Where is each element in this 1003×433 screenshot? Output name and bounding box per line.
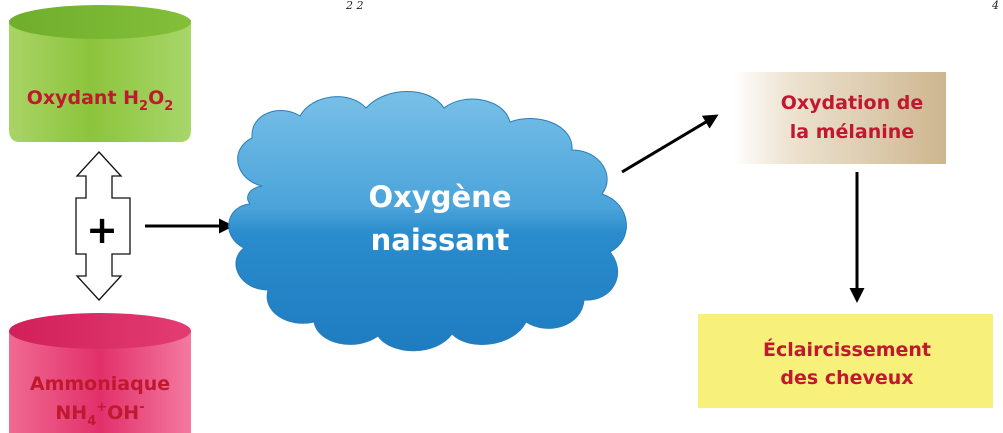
ammonia-label-line2: NH4+OH- (55, 400, 144, 429)
oxidant-label: Oxydant H2O2 (27, 87, 174, 114)
plus-icon: + (86, 208, 118, 252)
oxidant-cylinder: Oxydant H2O2 (9, 5, 191, 142)
cloud-label-line2: naissant (371, 223, 510, 257)
result-box: Éclaircissement des cheveux (698, 314, 993, 408)
result-label-line2: des cheveux (780, 367, 913, 389)
cloud-label-line1: Oxygène (368, 180, 511, 214)
cloud-shape: Oxygène naissant (228, 91, 627, 352)
arrow-to-melanin (621, 114, 719, 174)
melanin-label-line1: Oxydation de (781, 92, 924, 114)
ammonia-cylinder: Ammoniaque NH4+OH- (9, 313, 191, 433)
melanin-box: Oxydation de la mélanine (733, 72, 946, 164)
result-label-line1: Éclaircissement (763, 338, 931, 361)
melanin-label-line2: la mélanine (790, 121, 914, 143)
double-arrow-icon (75, 151, 131, 301)
top-fragment-right: 4 (991, 0, 999, 12)
top-fragment-left: 2 2 (345, 0, 364, 12)
ammonia-label-line1: Ammoniaque (30, 373, 170, 395)
